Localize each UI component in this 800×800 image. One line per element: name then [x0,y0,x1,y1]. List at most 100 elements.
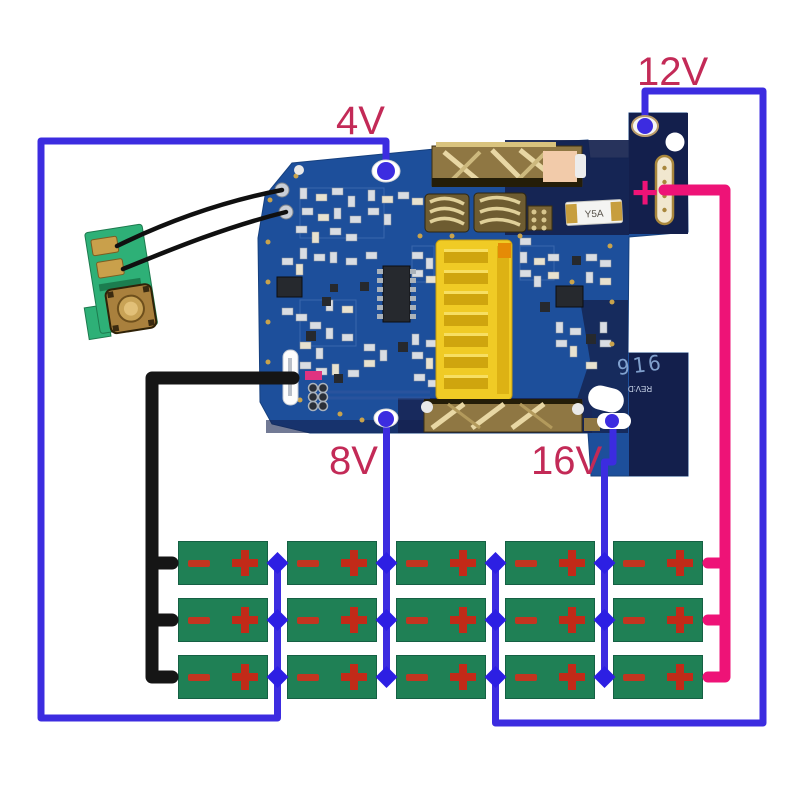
ic-pin [377,287,383,292]
thermistor-sensor-board [83,223,158,341]
smd-resistor [281,307,294,316]
smd-resistor [301,207,314,216]
smd-components [265,173,615,423]
wire-12v [492,87,767,727]
via-pad [265,359,271,365]
via-pad [265,279,271,285]
via-pad [293,173,299,179]
battery-cell [178,655,268,699]
smd-resistor [585,271,594,284]
via-pad [265,239,271,245]
junction-node [484,666,507,688]
smd-resistor [313,253,326,262]
smd-transistor [334,374,343,383]
connector-slot-highlight [444,249,488,252]
smd-resistor [347,195,356,208]
pack-positive-symbol: + [632,166,659,218]
smd-resistor [397,191,410,200]
smd-resistor [411,197,424,206]
label-12v: 12V [637,50,709,94]
wire-16v [601,421,617,680]
ic-pin [377,296,383,301]
castellation-dot [662,165,667,171]
junction-node [375,552,398,574]
battery-cell [613,541,703,585]
minus-terminal-mark [297,673,319,681]
fuse-marking-text: Y5A [584,208,604,220]
label-4v: 4V [336,99,385,143]
connector-slot [444,336,488,347]
smd-resistor [299,341,312,350]
smd-resistor [569,327,582,336]
smd-resistor [585,361,598,370]
connector-slot [444,357,488,368]
thermistor-switch [104,283,158,335]
minus-terminal-mark [406,616,428,624]
pcb-dark-tab-bottom [629,353,688,476]
via-pad [449,233,455,239]
through-hole-pad [307,382,319,394]
plus-terminal-mark [232,664,258,690]
smd-resistor [315,193,328,202]
crimp-dot [531,217,537,223]
ic-main-chip [377,265,416,323]
smd-resistor [569,345,578,358]
plus-terminal-mark [559,607,585,633]
via-pad [267,197,273,203]
smd-resistor [381,195,394,204]
smd-resistor [331,187,344,196]
junction-node [593,609,616,631]
ic-pin [377,269,383,274]
battery-cell [396,598,486,642]
junction-node [375,666,398,688]
smd-resistor [295,263,304,276]
plus-terminal-mark [667,607,693,633]
battery-cell [178,598,268,642]
minus-terminal-mark [515,673,537,681]
smd-resistor [519,269,532,278]
smd-resistor [363,359,376,368]
connector-slot [444,294,488,305]
plus-terminal-mark [667,664,693,690]
smd-resistor [425,357,434,370]
label-16v: 16V [531,439,603,483]
smd-resistor [329,227,342,236]
smd-resistor [295,225,308,234]
connector-slot-highlight [444,354,488,357]
via-pad [265,319,271,325]
sensor-label-strip [98,277,142,292]
ic-pin [377,305,383,310]
battery-cell [613,598,703,642]
via-pad [417,233,423,239]
crimp-grid [527,205,553,231]
smd-resistor [295,313,308,322]
smd-transistor [398,342,408,352]
smd-transistor [572,256,581,265]
junction-node [593,552,616,574]
minus-terminal-mark [188,616,210,624]
connector-notch [498,243,511,258]
smd-resistor [325,327,334,340]
crimp-dot [531,225,537,231]
ic-pin [410,305,416,310]
through-hole-pad [317,391,329,403]
smd-transistor [306,331,316,341]
via-pad [517,233,523,239]
smd-resistor [519,251,528,264]
bms-pcb: Y5A + 916 REV:D [257,112,689,477]
smd-resistor [329,251,338,264]
smd-resistor [299,361,312,370]
smd-transistor [360,282,369,291]
smd-resistor [411,351,424,360]
plus-terminal-mark [450,607,476,633]
sensor-wire-1 [114,187,285,249]
ic-pin [410,296,416,301]
connector-slot-highlight [444,291,488,294]
sensor-pad-gold-1 [90,235,120,257]
top-terminal-clip [431,142,586,187]
smd-resistor [311,231,320,244]
plus-terminal-mark [450,550,476,576]
smd-resistor [365,251,378,260]
through-hole-pad [307,400,319,412]
